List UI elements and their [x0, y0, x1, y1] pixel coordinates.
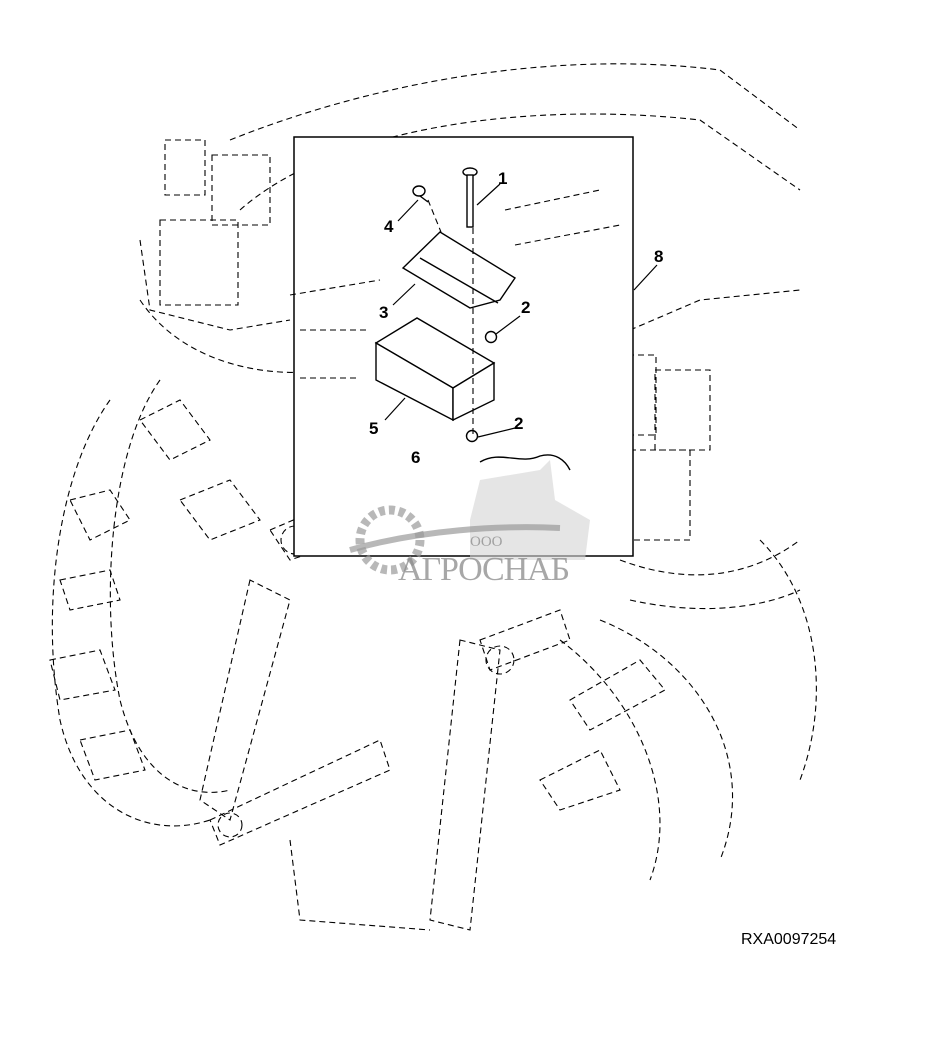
part-nut-2-upper [484, 330, 498, 344]
watermark-logo: ООО АГРОСНАБ [349, 460, 590, 588]
inset-background-lines [289, 189, 621, 471]
callout-3: 3 [379, 303, 388, 322]
figure-code: RXA0097254 [741, 931, 836, 948]
assembly-centerline [427, 199, 474, 436]
part-bolt-1 [462, 167, 478, 228]
part-bracket-3 [401, 231, 516, 309]
callout-5: 5 [369, 419, 378, 438]
part-screw-4 [412, 185, 429, 203]
callout-1: 1 [498, 169, 507, 188]
watermark-brand: АГРОСНАБ [398, 551, 570, 588]
part-nut-2-lower [465, 429, 479, 443]
leader-lines [384, 183, 658, 438]
callout-2-upper: 2 [521, 298, 530, 317]
callout-4: 4 [384, 217, 394, 236]
watermark-prefix: ООО [470, 534, 503, 550]
callout-2-lower: 2 [514, 414, 523, 433]
callout-8: 8 [654, 247, 663, 266]
callout-6: 6 [411, 448, 420, 467]
